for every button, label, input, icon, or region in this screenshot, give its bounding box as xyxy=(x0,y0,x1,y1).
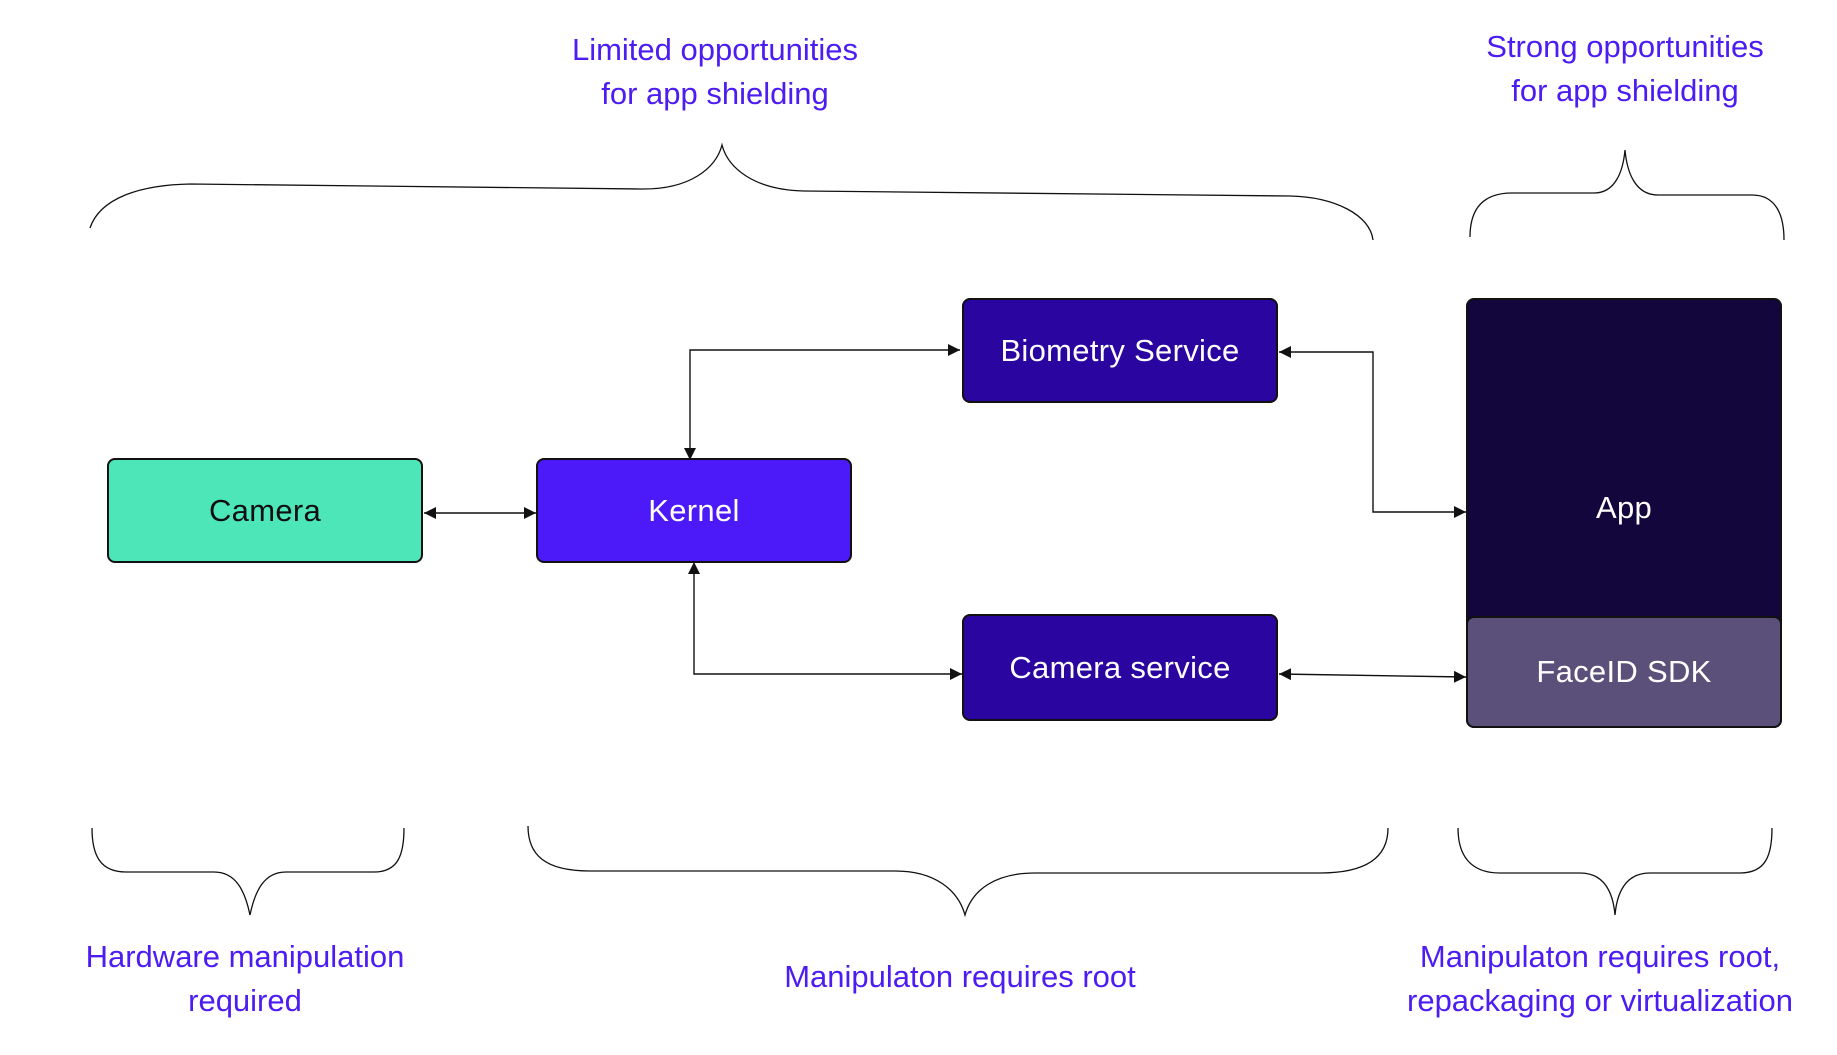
brace-bottom-middle xyxy=(527,825,1389,918)
caption-root-repackaging: Manipulaton requires root, repackaging o… xyxy=(1375,935,1825,1023)
brace-top-right xyxy=(1469,149,1785,241)
camera-service-label: Camera service xyxy=(1009,649,1231,685)
caption-root-line1: Manipulaton requires root xyxy=(784,959,1136,994)
caption-hardware-line1: Hardware manipulation xyxy=(85,939,405,974)
brace-bottom-right xyxy=(1457,827,1773,916)
app-label: App xyxy=(1595,490,1653,525)
caption-repackaging-line1: Manipulaton requires root, xyxy=(1419,939,1781,974)
caption-hardware-line2: required xyxy=(188,983,302,1018)
caption-limited-line2: for app shielding xyxy=(601,76,829,111)
caption-hardware-manipulation: Hardware manipulation required xyxy=(45,935,445,1023)
connector-biometry-app xyxy=(1279,346,1466,518)
caption-repackaging-line2: repackaging or virtualization xyxy=(1407,983,1793,1018)
faceid-sdk-node: FaceID SDK xyxy=(1466,616,1782,728)
camera-service-node: Camera service xyxy=(962,614,1278,721)
kernel-label: Kernel xyxy=(648,492,740,528)
connector-camera-service-sdk xyxy=(1278,668,1467,683)
connector-kernel-biometry xyxy=(684,344,960,460)
kernel-node: Kernel xyxy=(536,458,852,563)
connector-kernel-camera-service xyxy=(688,562,962,680)
camera-label: Camera xyxy=(208,492,322,528)
caption-strong-line2: for app shielding xyxy=(1511,73,1739,108)
caption-strong-opportunities: Strong opportunities for app shielding xyxy=(1425,25,1825,113)
faceid-sdk-label: FaceID SDK xyxy=(1536,654,1712,689)
caption-requires-root: Manipulaton requires root xyxy=(710,955,1210,999)
caption-strong-line1: Strong opportunities xyxy=(1486,29,1764,64)
brace-bottom-left xyxy=(91,827,405,916)
biometry-service-label: Biometry Service xyxy=(1000,332,1240,368)
caption-limited-line1: Limited opportunities xyxy=(571,32,859,67)
camera-node: Camera xyxy=(107,458,423,563)
biometry-service-node: Biometry Service xyxy=(962,298,1278,403)
brace-top-left xyxy=(89,142,1374,241)
caption-limited-opportunities: Limited opportunities for app shielding xyxy=(515,28,915,116)
